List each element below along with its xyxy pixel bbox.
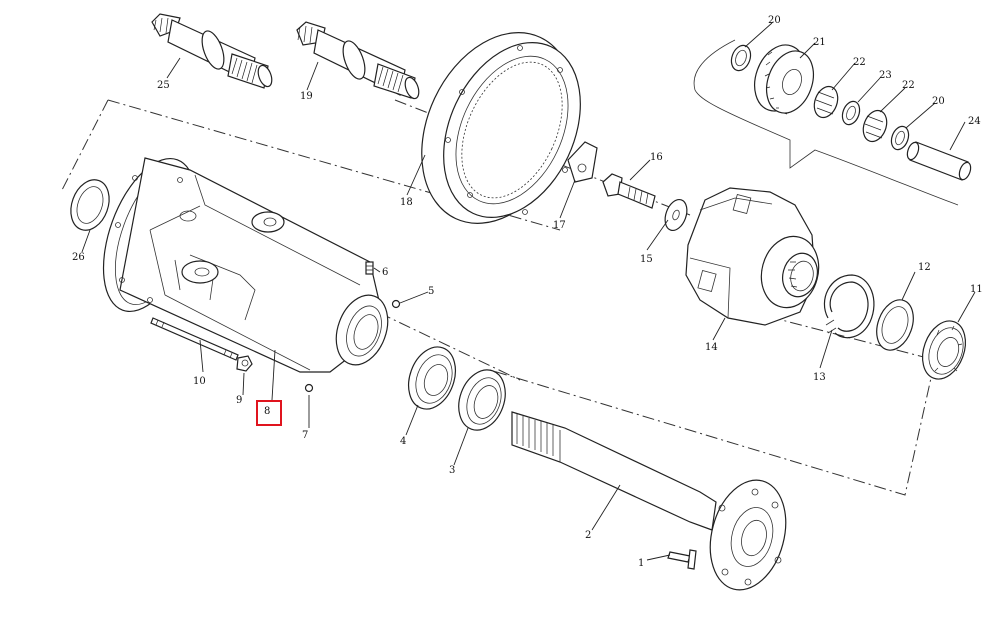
bearing-11 bbox=[921, 320, 967, 380]
planet-pin-24 bbox=[906, 141, 972, 181]
part-label-2[interactable]: 2 bbox=[585, 530, 591, 541]
part-label-22a[interactable]: 22 bbox=[853, 57, 866, 68]
part-label-11[interactable]: 11 bbox=[970, 284, 983, 295]
part-label-5[interactable]: 5 bbox=[428, 286, 434, 297]
part-label-16[interactable]: 16 bbox=[650, 152, 663, 163]
nut-9 bbox=[236, 355, 253, 372]
seal-ring-26 bbox=[70, 179, 110, 231]
part-label-23[interactable]: 23 bbox=[879, 70, 892, 81]
spacer-ring-12 bbox=[876, 299, 914, 351]
part-label-19[interactable]: 19 bbox=[300, 91, 313, 102]
stud-10 bbox=[150, 317, 239, 361]
planet-subassembly-callout bbox=[693, 39, 959, 206]
spacer-23 bbox=[841, 100, 861, 126]
part-label-6[interactable]: 6 bbox=[382, 267, 388, 278]
part-label-25[interactable]: 25 bbox=[157, 80, 170, 91]
thrust-washer-20b bbox=[890, 125, 910, 151]
bolt-16 bbox=[602, 173, 656, 209]
part-label-15[interactable]: 15 bbox=[640, 254, 653, 265]
drain-plug-7 bbox=[304, 383, 314, 393]
needle-bearing-22b bbox=[862, 109, 888, 143]
part-label-12[interactable]: 12 bbox=[918, 262, 931, 273]
oil-seal-3 bbox=[458, 369, 506, 431]
part-label-3[interactable]: 3 bbox=[449, 465, 455, 476]
axle-housing-8 bbox=[102, 157, 389, 373]
part-label-18[interactable]: 18 bbox=[400, 197, 413, 208]
axle-shaft-2 bbox=[511, 411, 787, 591]
part-label-10[interactable]: 10 bbox=[193, 376, 206, 387]
part-label-20b[interactable]: 20 bbox=[932, 96, 945, 107]
part-labels: 25 19 18 17 16 15 14 13 12 11 20 21 22 2… bbox=[72, 15, 983, 569]
leader-lines bbox=[81, 22, 976, 561]
splined-shaft-25 bbox=[151, 13, 273, 89]
part-label-22b[interactable]: 22 bbox=[902, 80, 915, 91]
splined-shaft-19 bbox=[296, 21, 420, 100]
needle-bearing-22a bbox=[813, 85, 839, 119]
part-label-1[interactable]: 1 bbox=[638, 558, 644, 569]
part-label-9[interactable]: 9 bbox=[236, 395, 242, 406]
ring-gear-18 bbox=[421, 32, 581, 224]
part-label-21[interactable]: 21 bbox=[813, 37, 826, 48]
washer-15 bbox=[664, 198, 688, 232]
part-label-20a[interactable]: 20 bbox=[768, 15, 781, 26]
snap-ring-13 bbox=[823, 274, 875, 339]
part-label-4[interactable]: 4 bbox=[400, 436, 406, 447]
part-label-24[interactable]: 24 bbox=[968, 116, 981, 127]
plug-5 bbox=[391, 299, 401, 309]
planet-gear-21 bbox=[754, 44, 814, 115]
part-label-17[interactable]: 17 bbox=[553, 220, 566, 231]
bearing-4 bbox=[408, 346, 456, 410]
planet-carrier-14 bbox=[685, 187, 820, 326]
lock-tab-17 bbox=[567, 141, 598, 183]
wheel-stud-1 bbox=[667, 549, 697, 570]
highlight-box-part-8 bbox=[256, 400, 282, 426]
part-label-14[interactable]: 14 bbox=[705, 342, 718, 353]
part-label-7[interactable]: 7 bbox=[302, 430, 308, 441]
part-label-13[interactable]: 13 bbox=[813, 372, 826, 383]
breather-6 bbox=[365, 261, 374, 275]
thrust-washer-20a bbox=[730, 44, 752, 72]
part-label-26[interactable]: 26 bbox=[72, 252, 85, 263]
part-label-8[interactable]: 8 bbox=[264, 406, 270, 417]
